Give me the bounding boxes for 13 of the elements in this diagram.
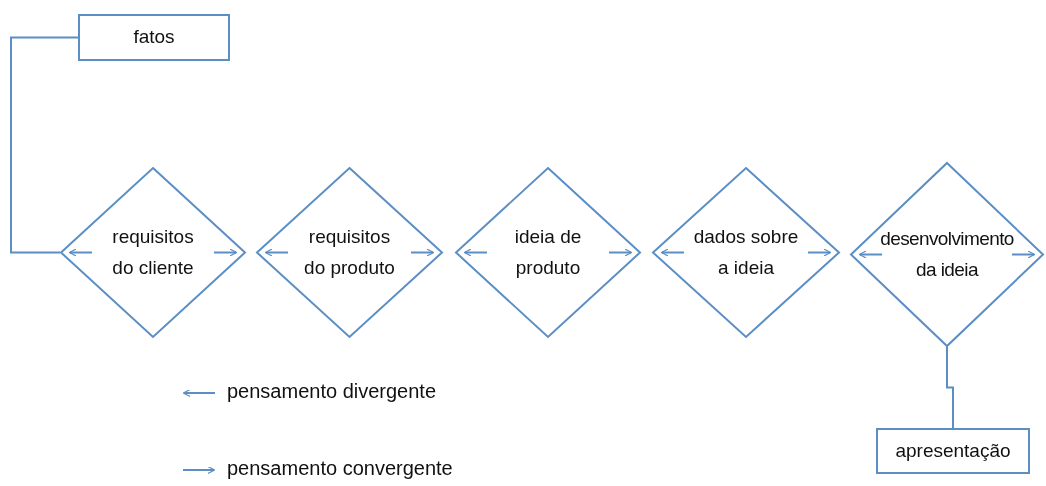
connector bbox=[946, 346, 954, 429]
node-label: ideia de produto bbox=[513, 225, 583, 280]
node-label: desenvolvimento da ideia bbox=[879, 227, 1015, 282]
legend-label: pensamento convergente bbox=[227, 457, 453, 480]
node-label: dados sobre a ideia bbox=[692, 225, 800, 280]
connector bbox=[10, 36, 79, 254]
node-label: apresentação bbox=[895, 438, 1011, 463]
process-box bbox=[78, 14, 230, 61]
node-label: requisitos do produto bbox=[303, 225, 396, 280]
legend-label: pensamento divergente bbox=[227, 380, 437, 403]
node-label: requisitos do cliente bbox=[111, 225, 195, 280]
process-box bbox=[876, 428, 1030, 474]
node-label: fatos bbox=[133, 25, 175, 50]
